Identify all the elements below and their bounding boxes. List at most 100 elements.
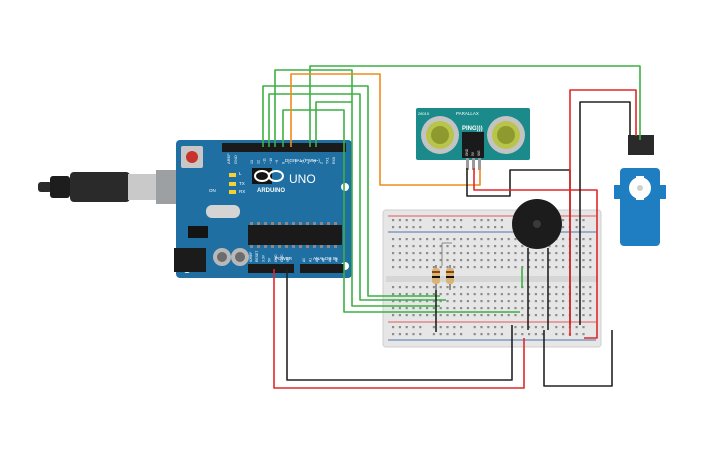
breadboard-hole [473,266,476,269]
breadboard-hole [534,300,537,303]
breadboard-hole [453,307,456,310]
breadboard-hole [405,245,408,248]
breadboard-hole [426,245,429,248]
piezo-buzzer [512,199,562,249]
breadboard-hole [446,245,449,248]
digital-pin-label: 4 [307,162,311,164]
breadboard-hole [500,226,503,229]
breadboard-hole [466,245,469,248]
breadboard-hole [398,307,401,310]
breadboard-hole [446,293,449,296]
breadboard-hole [494,245,497,248]
breadboard-hole [487,259,490,262]
breadboard-hole [405,326,408,329]
breadboard-hole [392,286,395,289]
breadboard-hole [480,293,483,296]
digital-pin-label: ~10 [269,158,273,164]
breadboard-hole [514,286,517,289]
breadboard-hole [412,245,415,248]
breadboard-hole [473,300,476,303]
breadboard-hole [562,219,565,222]
breadboard-hole [514,333,517,336]
breadboard-hole [398,300,401,303]
breadboard-hole [555,300,558,303]
breadboard-hole [446,286,449,289]
breadboard-hole [439,293,442,296]
breadboard-hole [460,333,463,336]
digital-pin-label: ~5 [300,160,304,164]
breadboard-hole [541,286,544,289]
breadboard-hole [575,293,578,296]
breadboard-hole [446,219,449,222]
breadboard-hole [426,252,429,255]
power-pin-label: GND [274,254,278,262]
breadboard-hole [521,314,524,317]
breadboard-hole [432,245,435,248]
breadboard-hole [548,314,551,317]
breadboard-hole [541,307,544,310]
breadboard-hole [589,293,592,296]
breadboard-hole [405,307,408,310]
breadboard-hole [426,293,429,296]
breadboard-hole [460,219,463,222]
breadboard-hole [432,326,435,329]
breadboard-hole [432,333,435,336]
breadboard-hole [473,238,476,241]
breadboard-hole [398,259,401,262]
breadboard-hole [528,307,531,310]
breadboard-hole [453,314,456,317]
breadboard-hole [575,314,578,317]
breadboard-hole [453,326,456,329]
breadboard-hole [392,333,395,336]
breadboard-hole [528,333,531,336]
breadboard-hole [582,245,585,248]
breadboard-hole [480,333,483,336]
breadboard-hole [412,286,415,289]
analog-in-label: ANALOG IN [313,256,338,261]
breadboard-hole [528,286,531,289]
breadboard-hole [473,293,476,296]
breadboard-hole [398,314,401,317]
breadboard-hole [548,300,551,303]
breadboard-hole [439,226,442,229]
breadboard-hole [528,314,531,317]
digital-header [222,143,346,152]
breadboard-hole [582,307,585,310]
breadboard-hole [507,293,510,296]
breadboard-hole [419,333,422,336]
breadboard-hole [405,219,408,222]
breadboard-hole [582,266,585,269]
breadboard-hole [419,307,422,310]
breadboard-hole [473,245,476,248]
breadboard-hole [534,314,537,317]
breadboard-hole [480,300,483,303]
breadboard-hole [412,259,415,262]
l-led-label: L [239,171,242,176]
breadboard-hole [392,300,395,303]
breadboard-hole [555,286,558,289]
analog-pin-label: A4 [328,258,332,262]
wire-red-sensor [473,168,598,339]
breadboard-hole [446,266,449,269]
breadboard-hole [432,286,435,289]
breadboard-hole [446,326,449,329]
breadboard-hole [487,245,490,248]
analog-pin-label: A5 [335,258,339,262]
breadboard-hole [446,333,449,336]
breadboard-hole [500,245,503,248]
breadboard-hole [473,307,476,310]
breadboard-hole [426,286,429,289]
breadboard-hole [466,307,469,310]
breadboard-hole [487,293,490,296]
breadboard-hole [466,293,469,296]
breadboard-hole [419,266,422,269]
breadboard-hole [548,307,551,310]
breadboard-hole [453,286,456,289]
breadboard-hole [534,293,537,296]
breadboard-hole [405,286,408,289]
arduino-logo [254,170,284,182]
breadboard-hole [419,252,422,255]
breadboard-hole [562,333,565,336]
breadboard-hole [514,252,517,255]
